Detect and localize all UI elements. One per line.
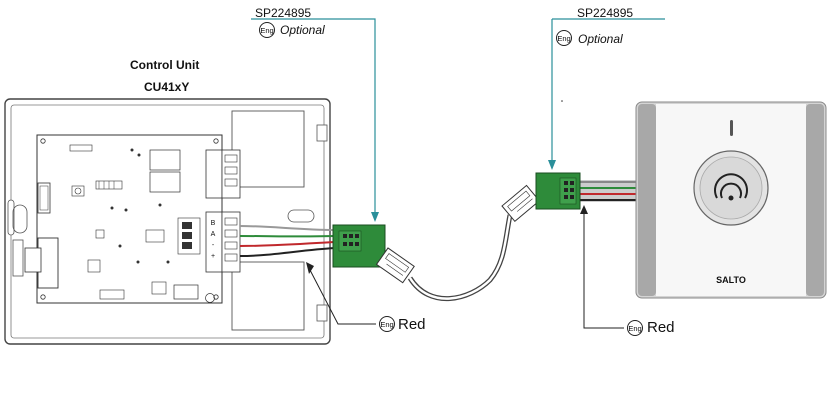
terminal-mark-minus: - (212, 242, 215, 249)
right-optional-label: Optional (578, 32, 623, 46)
terminal-mark-plus: + (211, 253, 215, 260)
enclosure-panels (231, 110, 305, 331)
control-board-pcb (36, 134, 223, 304)
salto-brand-label: SALTO (716, 275, 746, 285)
bus-wires-right (575, 180, 640, 202)
bus-wires-left (239, 225, 336, 257)
terminal-mark-a: A (211, 231, 216, 238)
right-eng-badge: Eng (556, 30, 572, 46)
left-red-eng-badge: Eng (379, 316, 395, 332)
leader-lines-red (306, 205, 624, 329)
salto-reader: SALTO (635, 101, 827, 299)
right-red-eng-badge: Eng (627, 320, 643, 336)
terminal-block-lower (205, 211, 241, 273)
left-red-label: Red (398, 316, 426, 333)
terminal-mark-b: B (211, 220, 216, 227)
right-green-connector (535, 172, 581, 210)
leader-lines-optional (251, 18, 665, 222)
patch-cable (407, 214, 513, 302)
left-eng-badge: Eng (259, 22, 275, 38)
left-optional-label: Optional (280, 23, 325, 37)
right-red-label: Red (647, 319, 675, 336)
left-green-connector (332, 224, 386, 268)
right-part-number: SP224895 (577, 6, 634, 20)
terminal-block-upper (205, 149, 241, 199)
left-rj-plug (375, 247, 415, 284)
left-part-number: SP224895 (255, 6, 312, 20)
power-jack (24, 247, 42, 273)
terminal-markings: B A - + (211, 220, 216, 260)
right-rj-plug (501, 184, 541, 223)
control-unit-model: CU41xY (144, 80, 190, 94)
control-unit-title: Control Unit (130, 58, 200, 72)
